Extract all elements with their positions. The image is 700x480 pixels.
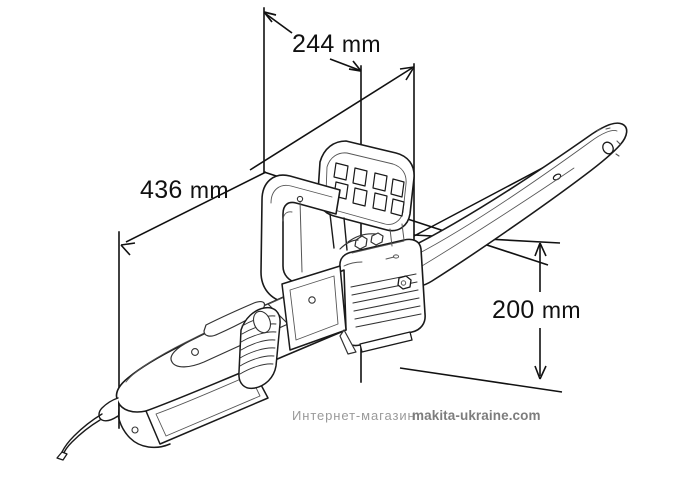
front-handle-grip-bar xyxy=(299,199,303,273)
front-handle xyxy=(260,174,341,315)
arrowhead-200-bottom xyxy=(534,365,547,380)
witness-200-bottom-diagonal xyxy=(399,367,563,393)
brake-linkage xyxy=(339,232,384,250)
dimension-label-436: 436 mm xyxy=(140,176,229,204)
guide-bar-outline xyxy=(406,122,628,287)
cord-tip xyxy=(56,451,68,461)
hand-guard-stem-right xyxy=(389,223,405,247)
housing-bottom-lip xyxy=(359,331,413,353)
chainsaw-illustration xyxy=(56,122,628,461)
front-handle-pivot xyxy=(296,195,304,203)
dimension-244mm-diagonal xyxy=(249,66,415,171)
oil-cap-top xyxy=(252,310,272,334)
hand-guard-stem xyxy=(329,213,348,251)
front-handle-inner xyxy=(270,184,333,222)
watermark-domain: makita-ukraine.com xyxy=(412,408,541,423)
dimension-label-200: 200 mm xyxy=(492,296,581,324)
guide-bar-rail xyxy=(413,130,618,257)
dimension-value-244: 244 xyxy=(292,30,335,58)
trigger xyxy=(203,301,266,337)
leader-244-left xyxy=(265,13,293,34)
motor-housing-top-edge xyxy=(351,240,405,254)
dimension-value-200: 200 xyxy=(492,296,535,324)
bar-nose-rivets xyxy=(596,127,621,157)
motor-housing-outline xyxy=(339,238,426,347)
dimension-value-436: 436 xyxy=(140,176,183,204)
dimension-unit-200: mm xyxy=(542,297,581,323)
dimension-unit-244: mm xyxy=(342,31,381,57)
arrowhead-200-top xyxy=(534,242,547,257)
motor-side-inset xyxy=(289,275,339,341)
chain-path xyxy=(411,167,575,273)
arrowhead-width-diagonal xyxy=(399,66,415,81)
oil-cap-collar xyxy=(238,306,281,390)
tensioner-nut xyxy=(397,275,412,290)
lock-off-button xyxy=(191,348,199,356)
cord-strain-relief xyxy=(98,397,119,422)
dimension-unit-436: mm xyxy=(190,177,229,203)
tensioner-nut-center xyxy=(400,280,407,286)
motor-side-screw xyxy=(308,296,316,304)
arrowhead-436-left xyxy=(120,242,136,256)
dimension-244mm xyxy=(263,11,362,72)
arrowhead-244-left xyxy=(263,11,277,23)
bumper-spike xyxy=(339,329,357,355)
housing-emboss xyxy=(385,254,400,260)
leader-244-right xyxy=(329,58,360,71)
arrowhead-244-right xyxy=(348,60,362,72)
power-cord xyxy=(56,397,119,461)
saw-chain xyxy=(411,167,575,273)
watermark-prefix: Интернет-магазин xyxy=(292,408,416,423)
dimension-label-244: 244 mm xyxy=(292,30,381,58)
sprocket-cover-seam xyxy=(343,261,363,267)
hand-guard xyxy=(317,140,415,251)
bar-nose-hole xyxy=(602,141,614,155)
motor-side-panel xyxy=(281,265,347,351)
diagonal-length-line xyxy=(125,171,267,243)
diagonal-width-line xyxy=(249,67,413,171)
guide-bar xyxy=(406,122,628,287)
rear-body-screw xyxy=(131,426,139,434)
cord-body xyxy=(61,413,103,453)
front-handle-outline xyxy=(260,174,341,315)
cord-body-lower xyxy=(62,419,101,456)
hand-guard-holes xyxy=(333,162,405,217)
motor-housing xyxy=(339,238,426,353)
